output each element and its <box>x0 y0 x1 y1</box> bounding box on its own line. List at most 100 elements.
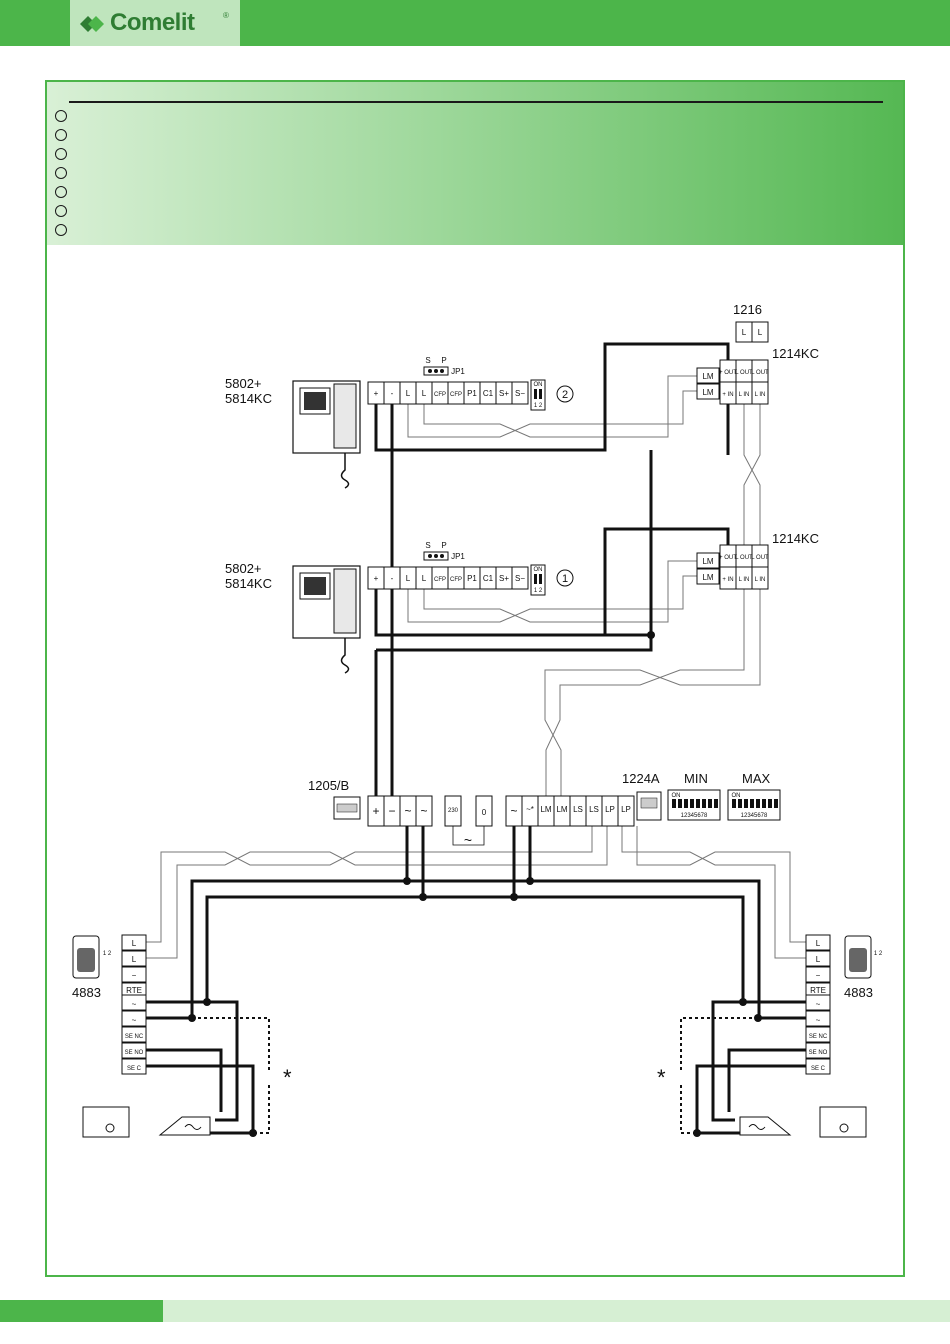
jumper-p-label-top: P <box>441 356 446 365</box>
audio-module: 1224A ~ ~* LM LM LS LS LP LP MIN MAX ON <box>505 771 781 827</box>
svg-text:ON: ON <box>732 793 741 799</box>
svg-text:JP1: JP1 <box>451 552 465 561</box>
language-marker-4 <box>55 167 67 179</box>
svg-text:L: L <box>406 574 411 583</box>
brand-name: Comelit <box>110 9 195 36</box>
svg-text:~: ~ <box>132 1016 137 1025</box>
svg-text:S+: S+ <box>499 389 509 398</box>
svg-text:1 2: 1 2 <box>874 951 883 957</box>
svg-text:-: - <box>391 574 394 583</box>
monitor-bottom-model-1: 5802+ <box>225 561 262 576</box>
svg-text:+: + <box>374 389 379 398</box>
svg-text:P1: P1 <box>467 389 477 398</box>
thick-wires <box>122 342 828 1135</box>
brand-logo: Comelit ® <box>70 0 240 46</box>
svg-text:L: L <box>758 328 763 337</box>
svg-text:LM: LM <box>702 388 713 397</box>
monitor-top-cord <box>340 453 350 489</box>
svg-text:230: 230 <box>448 808 459 814</box>
svg-text:S−: S− <box>515 389 525 398</box>
svg-text:ON: ON <box>534 567 543 573</box>
svg-text:RTE: RTE <box>126 986 142 995</box>
monitor-bottom: 5802+ 5814KC + - L L CFP CFP P1 C1 S+ <box>225 541 574 674</box>
svg-text:L: L <box>132 955 137 964</box>
svg-text:RTE: RTE <box>810 986 826 995</box>
svg-text:−: − <box>388 804 395 818</box>
svg-text:~: ~ <box>510 804 517 818</box>
dip-max: ON 12345678 <box>727 789 781 821</box>
svg-text:L: L <box>816 939 821 948</box>
svg-text:CFP: CFP <box>434 392 446 398</box>
svg-text:−: − <box>132 971 137 980</box>
thin-wires <box>122 375 828 959</box>
svg-text:SE NO: SE NO <box>809 1050 828 1056</box>
svg-text:C1: C1 <box>483 389 494 398</box>
svg-text:L OUT: L OUT <box>751 555 769 561</box>
svg-text:~: ~ <box>132 1000 137 1009</box>
svg-text:1 2: 1 2 <box>103 951 112 957</box>
svg-text:0: 0 <box>482 808 487 817</box>
svg-text:L: L <box>132 939 137 948</box>
dip-top <box>530 379 546 411</box>
svg-text:1224A: 1224A <box>622 771 660 786</box>
monitor-top-screen-inner <box>304 392 326 410</box>
jumper-s-label-top: S <box>425 356 430 365</box>
svg-text:12345678: 12345678 <box>681 813 708 819</box>
monitor-top-handset <box>333 383 357 449</box>
dashed-wires <box>192 1017 758 1134</box>
svg-text:1205/B: 1205/B <box>308 778 349 793</box>
distributor-bottom: 1214KC + OUT L OUT L OUT + IN L IN L IN … <box>696 531 819 590</box>
monitor-top-badge <box>556 385 574 403</box>
svg-text:LP: LP <box>621 805 631 814</box>
svg-text:+ IN: + IN <box>722 392 733 398</box>
svg-text:SE C: SE C <box>811 1066 826 1072</box>
asterisk-left: * <box>283 1065 292 1090</box>
svg-text:ON: ON <box>672 793 681 799</box>
svg-text:CFP: CFP <box>434 577 446 583</box>
svg-text:2: 2 <box>562 389 568 401</box>
junction-dots <box>188 631 762 1137</box>
monitor-top-model-2: 5814KC <box>225 391 272 406</box>
svg-text:L IN: L IN <box>755 392 766 398</box>
svg-text:1 2: 1 2 <box>534 403 543 409</box>
svg-text:L: L <box>422 574 427 583</box>
svg-text:4883: 4883 <box>72 985 101 1000</box>
svg-text:~: ~ <box>420 804 427 818</box>
svg-text:−: − <box>816 971 821 980</box>
svg-text:CFP: CFP <box>450 392 462 398</box>
svg-text:L IN: L IN <box>755 577 766 583</box>
svg-text:~: ~ <box>816 1016 821 1025</box>
asterisk-right: * <box>657 1065 666 1090</box>
svg-text:~: ~ <box>404 804 411 818</box>
monitor-bottom-badge <box>556 569 574 587</box>
footer-bar <box>0 1300 950 1322</box>
svg-text:S+: S+ <box>499 574 509 583</box>
monitor-top-model-1: 5802+ <box>225 376 262 391</box>
svg-text:L IN: L IN <box>739 577 750 583</box>
diagram-frame <box>45 80 905 1277</box>
distributor-top: 1214KC + OUT L OUT L OUT + IN L IN L IN … <box>696 346 819 405</box>
svg-text:L: L <box>406 389 411 398</box>
svg-text:L: L <box>742 328 747 337</box>
power-supply: 1205/B + − ~ ~ 230 0 ~ <box>308 778 493 848</box>
svg-text:1214KC: 1214KC <box>772 531 819 546</box>
language-marker-2 <box>55 129 67 141</box>
svg-text:L OUT: L OUT <box>735 555 753 561</box>
svg-text:C1: C1 <box>483 574 494 583</box>
lock-right-icon <box>819 1106 867 1138</box>
monitor-bottom-model-2: 5814KC <box>225 576 272 591</box>
svg-text:CFP: CFP <box>450 577 462 583</box>
svg-text:LM: LM <box>702 573 713 582</box>
brand-registered-mark: ® <box>223 11 229 20</box>
svg-text:S−: S− <box>515 574 525 583</box>
svg-text:LS: LS <box>573 805 583 814</box>
monitor-bottom-terminals: + - L L CFP CFP P1 C1 S+ S− <box>367 566 529 590</box>
brand-logo-mark-icon <box>80 16 104 32</box>
svg-text:4883: 4883 <box>844 985 873 1000</box>
svg-text:LM: LM <box>556 805 567 814</box>
svg-text:L: L <box>816 955 821 964</box>
svg-text:1 2: 1 2 <box>534 588 543 594</box>
svg-text:+ OUT: + OUT <box>719 555 737 561</box>
svg-text:1: 1 <box>562 573 568 585</box>
